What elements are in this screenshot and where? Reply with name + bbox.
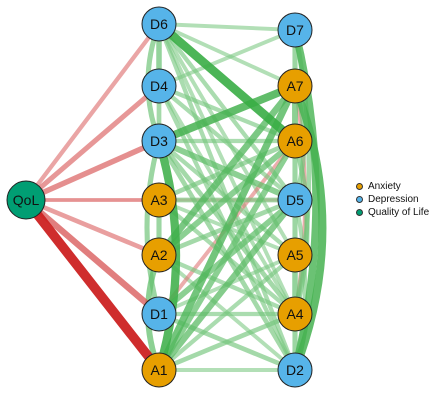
node-label: A6 bbox=[286, 133, 303, 149]
node-circle bbox=[141, 182, 177, 218]
edge-d3-d1 bbox=[144, 138, 162, 317]
node-a2: A2 bbox=[141, 237, 177, 273]
edge-d6-d7 bbox=[157, 22, 297, 32]
edge-a1-a6 bbox=[156, 138, 298, 373]
node-d3: D3 bbox=[141, 123, 177, 159]
edge-a1-a4 bbox=[156, 311, 298, 373]
node-label: D7 bbox=[286, 22, 304, 38]
node-label: A1 bbox=[150, 362, 167, 378]
node-circle bbox=[277, 237, 313, 273]
node-circle bbox=[277, 296, 313, 332]
node-circle bbox=[277, 12, 313, 48]
legend-label: Quality of Life bbox=[368, 207, 430, 218]
node-d1: D1 bbox=[141, 296, 177, 332]
node-circle bbox=[277, 182, 313, 218]
node-label: A5 bbox=[286, 247, 303, 263]
node-circle bbox=[141, 123, 177, 159]
node-circle bbox=[277, 68, 313, 104]
node-circle bbox=[277, 123, 313, 159]
node-label: D5 bbox=[286, 192, 304, 208]
node-label: A4 bbox=[286, 306, 303, 322]
node-circle bbox=[141, 352, 177, 388]
node-a1: A1 bbox=[141, 352, 177, 388]
edge-d6-a6 bbox=[154, 19, 300, 146]
node-circle bbox=[141, 68, 177, 104]
node-label: A3 bbox=[150, 192, 167, 208]
node-label: D4 bbox=[150, 78, 168, 94]
edge-d6-a7 bbox=[157, 22, 297, 88]
node-label: D1 bbox=[150, 306, 168, 322]
node-d5: D5 bbox=[277, 182, 313, 218]
legend-label: Depression bbox=[368, 194, 419, 205]
node-circle bbox=[277, 352, 313, 388]
edge-a6-a4 bbox=[292, 138, 310, 317]
edge-qol-d6 bbox=[23, 21, 162, 203]
node-a5: A5 bbox=[277, 237, 313, 273]
legend-item-quality-of-life: Quality of Life bbox=[356, 206, 429, 219]
node-a3: A3 bbox=[141, 182, 177, 218]
node-a6: A6 bbox=[277, 123, 313, 159]
depression-swatch bbox=[356, 196, 363, 203]
edge-qol-a2 bbox=[23, 197, 162, 258]
edge-qol-a1 bbox=[21, 195, 164, 375]
node-label: A7 bbox=[286, 78, 303, 94]
edge-a1-a7 bbox=[155, 82, 299, 374]
node-d4: D4 bbox=[141, 68, 177, 104]
edge-qol-d3 bbox=[23, 138, 162, 203]
node-d7: D7 bbox=[277, 12, 313, 48]
node-circle bbox=[6, 180, 46, 220]
node-circle bbox=[141, 6, 177, 42]
edge-a1-d5 bbox=[155, 196, 299, 374]
node-label: D3 bbox=[150, 133, 168, 149]
legend: Anxiety Depression Quality of Life bbox=[356, 180, 429, 219]
edge-a2-a6 bbox=[156, 138, 298, 258]
edge-qol-d1 bbox=[22, 196, 163, 318]
node-label: QoL bbox=[13, 192, 40, 208]
node-circle bbox=[141, 237, 177, 273]
edge-a7-d2 bbox=[291, 82, 327, 374]
edge-qol-d4 bbox=[23, 83, 162, 203]
node-label: D2 bbox=[286, 362, 304, 378]
node-label: D6 bbox=[150, 16, 168, 32]
node-circle bbox=[141, 296, 177, 332]
quality-of-life-swatch bbox=[356, 209, 363, 216]
edge-a1-a5 bbox=[156, 252, 298, 373]
edge-a2-a7 bbox=[155, 82, 299, 259]
node-qol: QoL bbox=[6, 180, 46, 220]
node-a4: A4 bbox=[277, 296, 313, 332]
anxiety-swatch bbox=[356, 183, 363, 190]
legend-item-anxiety: Anxiety bbox=[356, 180, 429, 193]
legend-item-depression: Depression bbox=[356, 193, 429, 206]
node-d2: D2 bbox=[277, 352, 313, 388]
node-a7: A7 bbox=[277, 68, 313, 104]
edge-d3-a7 bbox=[155, 82, 299, 145]
node-label: A2 bbox=[150, 247, 167, 263]
legend-label: Anxiety bbox=[368, 181, 401, 192]
node-d6: D6 bbox=[141, 6, 177, 42]
